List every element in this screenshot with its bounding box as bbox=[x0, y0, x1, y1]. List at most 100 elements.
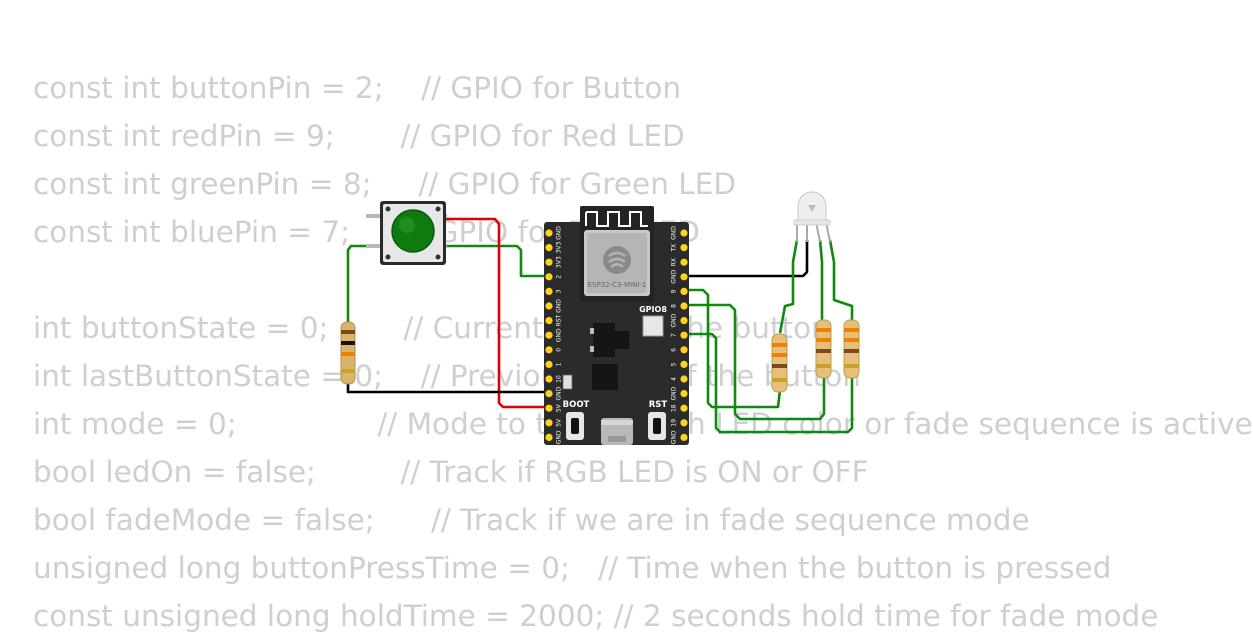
left-pin-gnd[interactable] bbox=[545, 229, 553, 237]
left-pin-label: 5V bbox=[556, 403, 563, 412]
boot-label: BOOT bbox=[563, 400, 590, 410]
code-line: bool ledOn = false; // Track if RGB LED … bbox=[33, 455, 869, 489]
right-pin-gnd[interactable] bbox=[680, 317, 688, 325]
right-pin-label: 9 bbox=[671, 289, 678, 293]
wire-button-to-3v3[interactable] bbox=[433, 217, 549, 409]
module-label: ESP32-C3-MINI-1 bbox=[588, 281, 647, 289]
right-pin-label: 19 bbox=[671, 419, 678, 427]
left-pin-gnd[interactable] bbox=[545, 390, 553, 398]
right-pin-label: GND bbox=[671, 270, 678, 284]
left-pin-label: 3V3 bbox=[556, 242, 563, 254]
code-line: const int redPin = 9; // GPIO for Red LE… bbox=[33, 119, 685, 153]
button-cap[interactable] bbox=[391, 209, 435, 253]
right-pin-label: 18 bbox=[671, 404, 678, 412]
right-pin-gnd[interactable] bbox=[680, 273, 688, 281]
right-pin-8[interactable] bbox=[680, 302, 688, 310]
right-pin-tx[interactable] bbox=[680, 244, 688, 252]
left-pin-5v[interactable] bbox=[545, 419, 553, 427]
right-pin-label: GND bbox=[671, 386, 678, 400]
right-pin-label: 8 bbox=[671, 304, 678, 308]
left-pin-label: RST bbox=[556, 314, 563, 326]
gpio8-label: GPIO8 bbox=[639, 305, 667, 314]
wire-gpio9-to-red-resistor[interactable] bbox=[684, 288, 782, 409]
left-pin-10[interactable] bbox=[545, 375, 553, 383]
resistor-red bbox=[771, 333, 788, 393]
left-pin-rst[interactable] bbox=[545, 317, 553, 325]
left-pin-3v3[interactable] bbox=[545, 244, 553, 252]
wire-resistor-to-gnd[interactable] bbox=[346, 383, 549, 394]
rst-label: RST bbox=[649, 400, 668, 410]
code-line: const int buttonPin = 2; // GPIO for But… bbox=[33, 71, 682, 105]
left-pin-2[interactable] bbox=[545, 273, 553, 281]
left-pin-label: GND bbox=[556, 299, 563, 313]
left-pin-label: 2 bbox=[556, 275, 563, 279]
resistor-blue bbox=[843, 319, 860, 379]
left-pin-label: 0 bbox=[556, 348, 563, 352]
usb-chip bbox=[592, 364, 618, 390]
right-pin-4[interactable] bbox=[680, 375, 688, 383]
wifi-antenna-icon bbox=[585, 211, 648, 227]
wire-button-to-gpio2[interactable] bbox=[433, 244, 549, 278]
left-pin-label: 1 bbox=[556, 362, 563, 366]
right-pin-19[interactable] bbox=[680, 419, 688, 427]
right-pin-label: GND bbox=[671, 430, 678, 444]
left-pin-gnd[interactable] bbox=[545, 302, 553, 310]
circuit-diagram: ESP32-C3-MINI-1 GPIO8 BOOT RST GND 3V3 3V3… bbox=[340, 191, 860, 445]
left-pin-5v[interactable] bbox=[545, 404, 553, 412]
rgb-led[interactable] bbox=[793, 191, 831, 243]
code-line: const int greenPin = 8; // GPIO for Gree… bbox=[33, 167, 737, 201]
right-pin-gnd[interactable] bbox=[680, 229, 688, 237]
left-pin-label: GND bbox=[556, 226, 563, 240]
left-pin-3[interactable] bbox=[545, 287, 553, 295]
left-pin-gnd[interactable] bbox=[545, 433, 553, 441]
right-pin-label: 4 bbox=[671, 377, 678, 381]
left-pin-label: GND bbox=[556, 328, 563, 342]
left-pin-label: 3V3 bbox=[556, 256, 563, 268]
left-pin-gnd[interactable] bbox=[545, 331, 553, 339]
gpio8-led bbox=[642, 315, 664, 337]
right-pin-rx[interactable] bbox=[680, 258, 688, 266]
wire-led-common-to-gnd[interactable] bbox=[684, 240, 809, 278]
code-line: const unsigned long holdTime = 2000; // … bbox=[33, 599, 1159, 633]
wires bbox=[346, 217, 854, 434]
right-pin-18[interactable] bbox=[680, 404, 688, 412]
wire-led-green-to-resistor[interactable] bbox=[818, 239, 824, 320]
code-background: const int buttonPin = 2; // GPIO for But… bbox=[33, 71, 1253, 633]
code-line: int mode = 0; // Mode to track which LED… bbox=[33, 407, 1253, 441]
right-pin-gnd[interactable] bbox=[680, 433, 688, 441]
code-line: bool fadeMode = false; // Track if we ar… bbox=[33, 503, 1030, 537]
right-pin-label: 7 bbox=[671, 333, 678, 337]
right-pin-gnd[interactable] bbox=[680, 390, 688, 398]
right-pin-label: GND bbox=[671, 313, 678, 327]
wire-led-red-to-resistor[interactable] bbox=[778, 239, 799, 334]
push-button[interactable] bbox=[366, 201, 447, 265]
wire-gpio8-to-green-resistor[interactable] bbox=[684, 303, 826, 421]
wire-button-to-resistor[interactable] bbox=[346, 244, 384, 322]
voltage-regulator bbox=[593, 323, 615, 357]
right-pin-5[interactable] bbox=[680, 360, 688, 368]
code-line: unsigned long buttonPressTime = 0; // Ti… bbox=[33, 551, 1112, 585]
espressif-logo-icon bbox=[603, 246, 631, 274]
resistor-green bbox=[815, 319, 832, 379]
right-pin-9[interactable] bbox=[680, 287, 688, 295]
right-pin-label: 5 bbox=[671, 362, 678, 366]
right-pin-7[interactable] bbox=[680, 331, 688, 339]
resistor-button bbox=[340, 321, 356, 385]
right-pin-label: TX bbox=[671, 244, 678, 253]
right-pin-6[interactable] bbox=[680, 346, 688, 354]
left-pin-label: 5V bbox=[556, 418, 563, 427]
right-pin-label: RX bbox=[671, 258, 678, 266]
left-pin-1[interactable] bbox=[545, 360, 553, 368]
right-pin-label: GND bbox=[671, 226, 678, 240]
left-pin-0[interactable] bbox=[545, 346, 553, 354]
right-pin-label: 6 bbox=[671, 348, 678, 352]
left-pin-3v3[interactable] bbox=[545, 258, 553, 266]
esp32-c3-board[interactable]: ESP32-C3-MINI-1 GPIO8 BOOT RST GND 3V3 3V3… bbox=[544, 206, 689, 445]
left-pin-label: GND bbox=[556, 430, 563, 444]
wire-gpio7-to-blue-resistor[interactable] bbox=[684, 332, 854, 434]
left-pin-label: 3 bbox=[556, 289, 563, 293]
left-pin-label: 10 bbox=[556, 375, 563, 383]
wire-led-blue-to-resistor[interactable] bbox=[828, 239, 854, 320]
